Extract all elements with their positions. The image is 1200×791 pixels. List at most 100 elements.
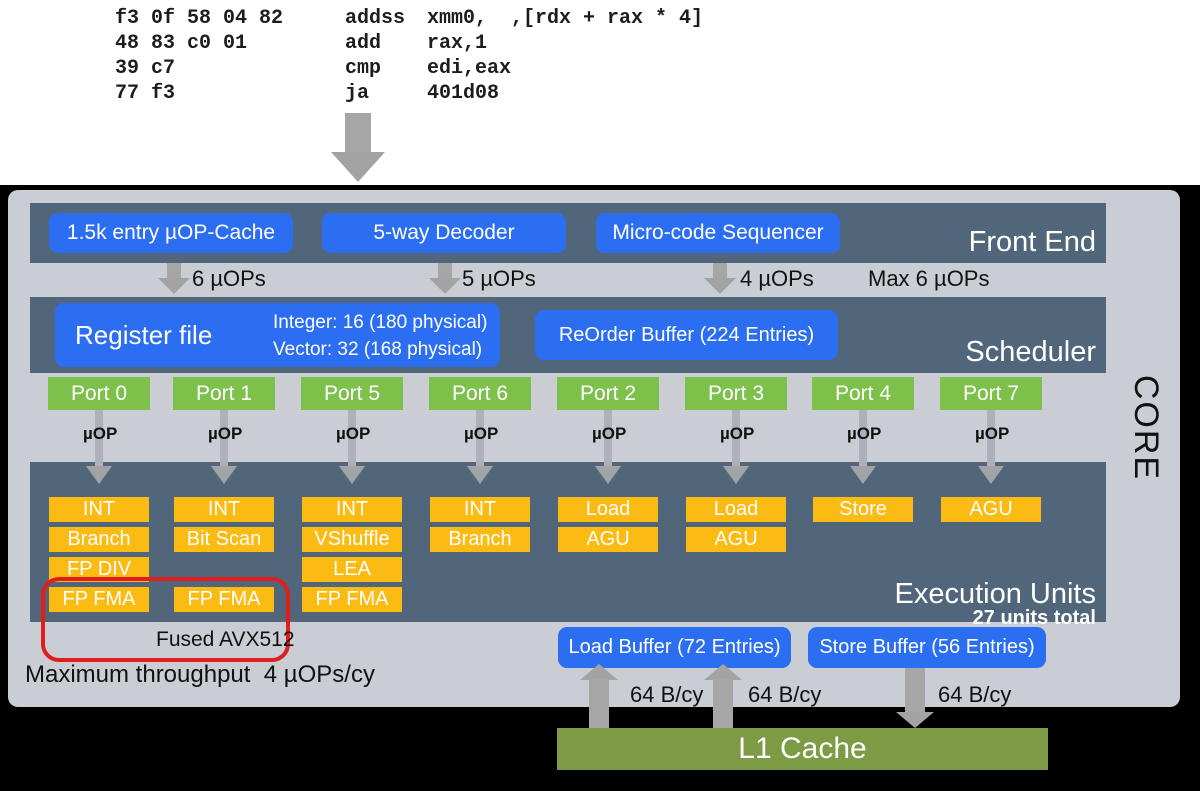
uop-arrow-shaft <box>859 410 867 468</box>
load-buffer-box: Load Buffer (72 Entries) <box>558 627 791 668</box>
asm-bytes: 48 83 c0 01 <box>115 32 248 55</box>
execution-unit-box: INT <box>174 497 274 522</box>
execution-unit-box: Bit Scan <box>174 527 274 552</box>
asm-operands: xmm0, ,[rdx + rax * 4] <box>427 7 704 30</box>
uop-label: µOP <box>464 424 499 443</box>
fused-avx512-label: Fused AVX512 <box>156 628 295 651</box>
front-end-drop-arrow-shaft <box>167 263 181 279</box>
uop-arrow-shaft <box>604 410 612 468</box>
port-box: Port 7 <box>940 377 1042 410</box>
port-box: Port 6 <box>429 377 531 410</box>
asm-operands: 401d08 <box>427 82 500 105</box>
uop-arrowhead <box>850 466 876 484</box>
front-end-drop-arrowhead <box>429 278 461 294</box>
l1-cache-bar: L1 Cache <box>557 728 1048 770</box>
asm-operands: edi,eax <box>427 57 512 80</box>
register-file-box: Register file Integer: 16 (180 physical)… <box>55 303 500 367</box>
asm-operands: rax,1 <box>427 32 488 55</box>
execution-unit-box: FP FMA <box>49 587 149 612</box>
uop-arrow-shaft <box>987 410 995 468</box>
store-buffer-box: Store Buffer (56 Entries) <box>808 627 1046 668</box>
uop-label: µOP <box>592 424 627 443</box>
asm-bytes: 77 f3 <box>115 82 176 105</box>
load-arrow1-head <box>580 664 618 680</box>
uop-arrow-shaft <box>476 410 484 468</box>
asm-bytes: f3 0f 58 04 82 <box>115 7 284 30</box>
port-box: Port 3 <box>685 377 787 410</box>
uops-count-label: 6 µOPs <box>192 266 266 291</box>
reorder-buffer-box: ReOrder Buffer (224 Entries) <box>535 310 838 360</box>
execution-unit-box: Branch <box>49 527 149 552</box>
front-end-drop-arrowhead <box>158 278 190 294</box>
max-uops-label: Max 6 µOPs <box>868 266 990 291</box>
uop-label: µOP <box>975 424 1010 443</box>
execution-unit-box: VShuffle <box>302 527 402 552</box>
uop-label: µOP <box>208 424 243 443</box>
execution-unit-box: Branch <box>430 527 530 552</box>
execution-unit-box: FP FMA <box>174 587 274 612</box>
execution-unit-box: AGU <box>941 497 1041 522</box>
bandwidth-label: 64 B/cy <box>630 682 704 707</box>
front-end-box: 5-way Decoder <box>322 213 566 253</box>
execution-unit-box: Load <box>686 497 786 522</box>
execution-unit-box: Store <box>813 497 913 522</box>
port-box: Port 4 <box>812 377 914 410</box>
asm-bytes: 39 c7 <box>115 57 176 80</box>
uop-arrowhead <box>595 466 621 484</box>
bandwidth-label: 64 B/cy <box>748 682 822 707</box>
port-box: Port 2 <box>557 377 659 410</box>
uop-arrowhead <box>978 466 1004 484</box>
register-file-integer: Integer: 16 (180 physical) <box>273 312 488 333</box>
uop-label: µOP <box>720 424 755 443</box>
uop-label: µOP <box>83 424 118 443</box>
execution-unit-box: LEA <box>302 557 402 582</box>
front-end-drop-arrow-shaft <box>438 263 452 279</box>
asm-mnemonic: cmp <box>345 57 382 80</box>
uop-arrow-shaft <box>95 410 103 468</box>
load-arrow1-shaft <box>589 679 609 728</box>
front-end-box: Micro-code Sequencer <box>596 213 840 253</box>
front-end-title: Front End <box>968 226 1096 258</box>
uops-count-label: 5 µOPs <box>462 266 536 291</box>
register-file-vector: Vector: 32 (168 physical) <box>273 339 483 360</box>
asm-mnemonic: ja <box>345 82 370 105</box>
uop-label: µOP <box>847 424 882 443</box>
scheduler-title: Scheduler <box>965 336 1096 368</box>
front-end-drop-arrow-shaft <box>713 263 727 279</box>
load-arrow2-shaft <box>713 679 733 728</box>
load-arrow2-head <box>704 664 742 680</box>
execution-unit-box: AGU <box>558 527 658 552</box>
port-box: Port 0 <box>48 377 150 410</box>
fused-avx512-highlight <box>41 577 290 662</box>
uop-label: µOP <box>336 424 371 443</box>
uop-arrowhead <box>86 466 112 484</box>
asm-mnemonic: addss <box>345 7 406 30</box>
uop-arrow-shaft <box>220 410 228 468</box>
code-to-core-arrowhead <box>331 152 385 182</box>
uop-arrowhead <box>211 466 237 484</box>
execution-unit-box: INT <box>302 497 402 522</box>
bandwidth-label: 64 B/cy <box>938 682 1012 707</box>
core-label: CORE <box>1127 374 1165 482</box>
uop-arrowhead <box>723 466 749 484</box>
store-arrow-shaft <box>905 668 925 713</box>
front-end-box: 1.5k entry µOP-Cache <box>49 213 293 253</box>
uop-arrowhead <box>339 466 365 484</box>
asm-mnemonic: add <box>345 32 382 55</box>
execution-unit-box: INT <box>49 497 149 522</box>
uops-count-label: 4 µOPs <box>740 266 814 291</box>
front-end-drop-arrowhead <box>704 278 736 294</box>
port-box: Port 5 <box>301 377 403 410</box>
port-box: Port 1 <box>173 377 275 410</box>
execution-unit-box: INT <box>430 497 530 522</box>
execution-units-subtitle: 27 units total <box>972 607 1096 629</box>
execution-unit-box: AGU <box>686 527 786 552</box>
store-arrow-head <box>896 712 934 728</box>
execution-unit-box: FP FMA <box>302 587 402 612</box>
execution-units-title: Execution Units <box>894 578 1097 610</box>
execution-unit-box: Load <box>558 497 658 522</box>
uop-arrow-shaft <box>348 410 356 468</box>
uop-arrowhead <box>467 466 493 484</box>
code-to-core-arrow <box>345 113 371 153</box>
